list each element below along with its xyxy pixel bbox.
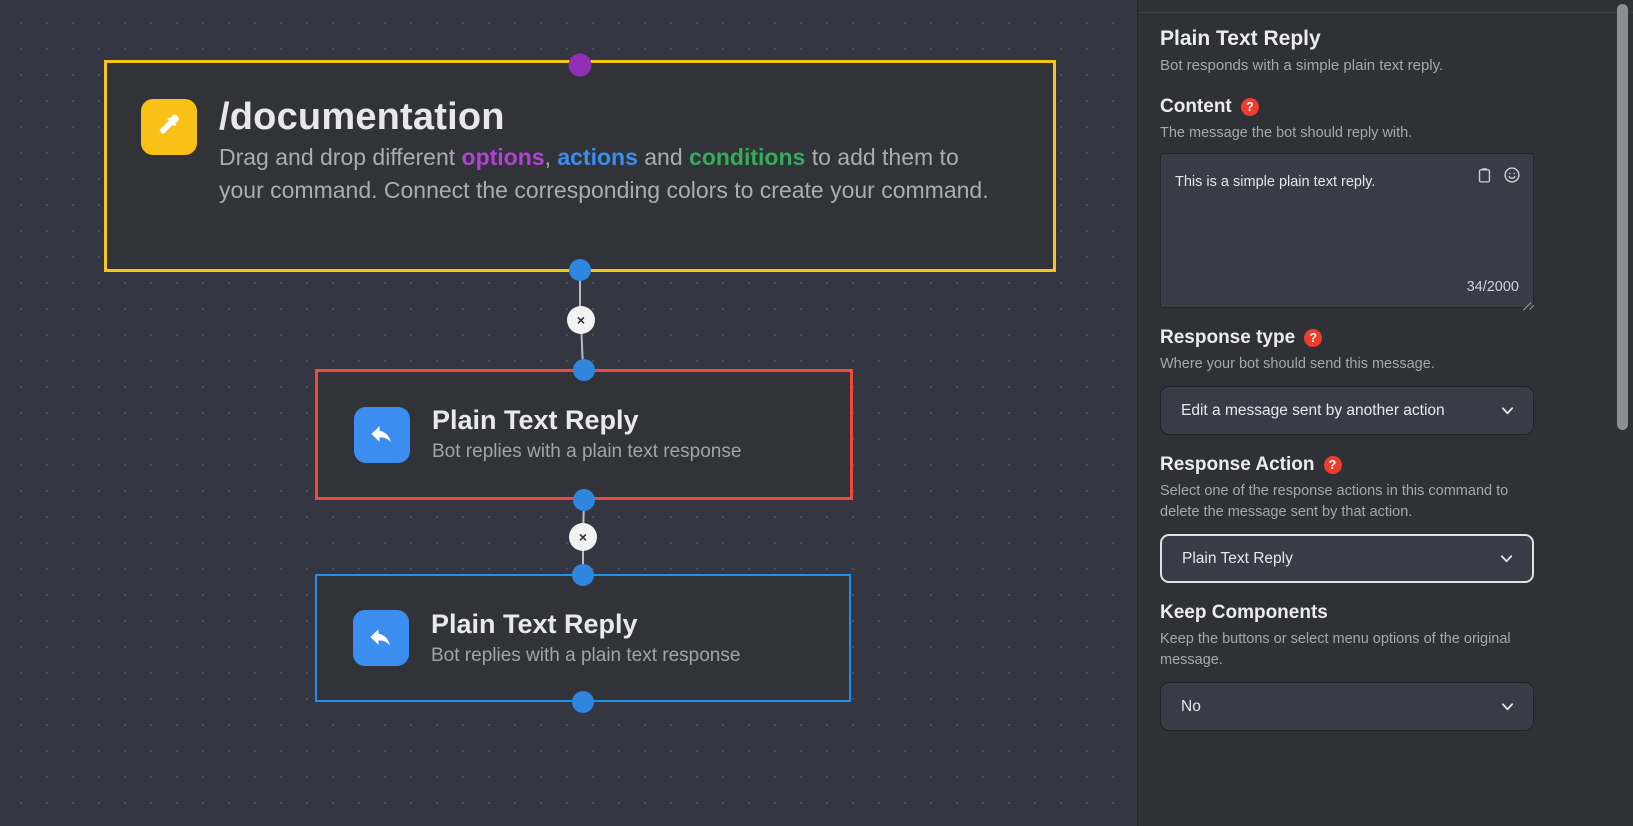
response-type-description: Where your bot should send this message. (1160, 356, 1435, 372)
response-type-label-row: Response type ? (1160, 326, 1538, 350)
port-node-1-bottom[interactable] (573, 489, 595, 511)
keep-components-label: Keep Components (1160, 602, 1328, 623)
textarea-resize-grip[interactable] (1519, 293, 1531, 305)
panel-content: Plain Text Reply Bot responds with a sim… (1160, 26, 1538, 731)
keep-components-select[interactable]: No (1160, 682, 1534, 731)
edge-delete-1[interactable]: × (567, 306, 595, 334)
response-action-help-icon[interactable]: ? (1323, 456, 1342, 474)
response-action-description: Select one of the response actions in th… (1160, 483, 1509, 520)
content-textarea-value: This is a simple plain text reply. (1175, 174, 1376, 190)
reply-arrow-icon (354, 406, 410, 463)
field-response-action: Response Action ? Select one of the resp… (1160, 453, 1538, 583)
command-description: Drag and drop different options, actions… (219, 141, 1009, 207)
port-command-top[interactable] (568, 53, 592, 77)
keyword-actions: actions (557, 144, 638, 170)
content-help-icon[interactable]: ? (1240, 98, 1259, 116)
content-textarea[interactable]: This is a simple plain text reply. (1160, 153, 1534, 308)
node-2-subtitle: Bot replies with a plain text response (431, 644, 741, 666)
response-action-select[interactable]: Plain Text Reply (1160, 534, 1534, 583)
content-label-row: Content ? (1160, 95, 1538, 119)
node-1-title: Plain Text Reply (432, 405, 639, 435)
response-type-help-icon[interactable]: ? (1304, 329, 1323, 347)
desc-seg-4: to add them to your command. Connect the… (219, 144, 989, 203)
node-1-subtitle: Bot replies with a plain text response (432, 441, 742, 462)
keep-components-value: No (1181, 697, 1201, 715)
content-textarea-icons (1476, 166, 1521, 184)
flow-canvas[interactable]: /documentation Drag and drop different o… (0, 0, 1137, 826)
panel-subtitle: Bot responds with a simple plain text re… (1160, 57, 1444, 74)
emoji-icon[interactable] (1503, 166, 1521, 184)
node-1-text: Plain Text Reply Bot replies with a plai… (432, 404, 741, 465)
field-keep-components: Keep Components Keep the buttons or sele… (1160, 601, 1538, 731)
response-type-select[interactable]: Edit a message sent by another action (1160, 386, 1534, 435)
response-type-value: Edit a message sent by another action (1181, 401, 1445, 419)
response-action-value: Plain Text Reply (1182, 549, 1293, 567)
node-plain-text-reply-2[interactable]: Plain Text Reply Bot replies with a plai… (315, 574, 851, 702)
content-description: The message the bot should reply with. (1160, 125, 1413, 141)
edge-delete-2[interactable]: × (569, 523, 597, 551)
panel-scrollbar-thumb[interactable] (1617, 4, 1628, 430)
node-plain-text-reply-1[interactable]: Plain Text Reply Bot replies with a plai… (315, 369, 853, 500)
reply-arrow-icon (353, 610, 409, 666)
keyword-conditions: conditions (689, 144, 806, 170)
properties-panel: Plain Text Reply Bot responds with a sim… (1137, 0, 1633, 826)
node-2-title: Plain Text Reply (431, 608, 638, 639)
desc-seg-1: Drag and drop different (219, 144, 462, 170)
keyword-options: options (461, 144, 545, 170)
keep-components-label-row: Keep Components (1160, 601, 1538, 625)
response-action-label: Response Action (1160, 454, 1315, 475)
panel-divider (1138, 12, 1633, 13)
command-card-body: /documentation Drag and drop different o… (219, 95, 1009, 207)
desc-seg-3: and (637, 144, 690, 170)
port-node-2-bottom[interactable] (572, 691, 594, 713)
chevron-down-icon[interactable] (1498, 697, 1517, 716)
port-command-bottom[interactable] (569, 259, 591, 281)
response-type-label: Response type (1160, 327, 1296, 348)
keep-components-description: Keep the buttons or select menu options … (1160, 631, 1511, 668)
hammer-icon (141, 99, 197, 155)
chevron-down-icon[interactable] (1498, 401, 1517, 420)
desc-seg-2: , (544, 144, 558, 170)
port-node-1-top[interactable] (573, 359, 595, 381)
response-action-label-row: Response Action ? (1160, 453, 1538, 477)
content-char-counter: 34/2000 (1466, 279, 1519, 295)
command-card[interactable]: /documentation Drag and drop different o… (104, 60, 1056, 272)
field-content: Content ? The message the bot should rep… (1160, 95, 1538, 308)
field-response-type: Response type ? Where your bot should se… (1160, 326, 1538, 435)
chevron-down-icon[interactable] (1497, 549, 1516, 568)
clipboard-icon[interactable] (1476, 167, 1493, 184)
panel-scrollbar[interactable] (1617, 0, 1628, 826)
content-label: Content (1160, 96, 1232, 117)
command-title: /documentation (219, 96, 505, 138)
port-node-2-top[interactable] (572, 564, 594, 586)
node-2-text: Plain Text Reply Bot replies with a plai… (431, 608, 740, 669)
panel-title: Plain Text Reply (1160, 27, 1321, 50)
